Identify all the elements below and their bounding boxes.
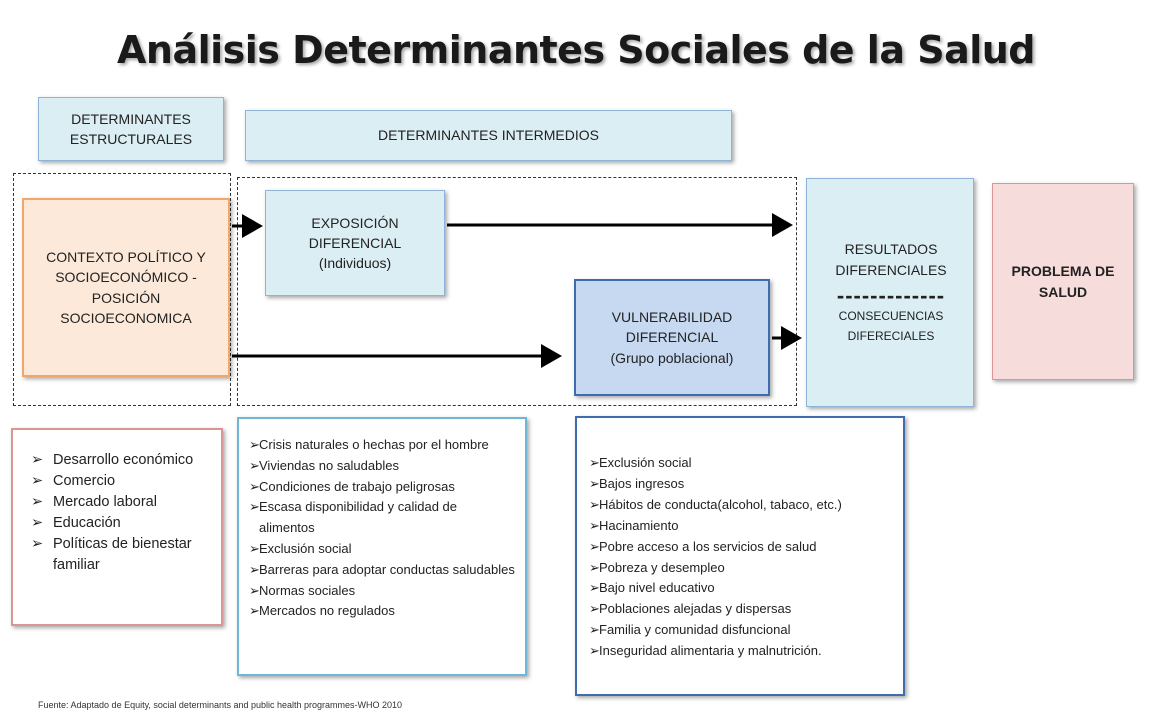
list-item: ➢Mercado laboral: [31, 492, 213, 513]
list-item: ➢Normas sociales: [249, 581, 515, 602]
arrow-bullet-icon: ➢: [589, 580, 600, 596]
arrow-bullet-icon: ➢: [589, 559, 600, 575]
arrow-bullet-icon: ➢: [589, 538, 600, 554]
arrow-bullet-icon: ➢: [249, 499, 260, 515]
arrow-bullet-icon: ➢: [589, 622, 600, 638]
arrow-bullet-icon: ➢: [249, 561, 260, 577]
structural-determinants-label: DETERMINANTES ESTRUCTURALES: [69, 110, 193, 147]
intermediate-determinants-label: DETERMINANTES INTERMEDIOS: [378, 127, 599, 144]
arrow-bullet-icon: ➢: [31, 452, 44, 468]
health-problem-label: PROBLEMA DE SALUD: [1011, 263, 1115, 300]
list-item: ➢Escasa disponibilidad y calidad de alim…: [249, 499, 458, 536]
consequences-label: CONSECUENCIAS DIFERECIALES: [838, 309, 944, 343]
arrow-bullet-icon: ➢: [31, 473, 44, 489]
results-label: RESULTADOS DIFERENCIALES: [835, 241, 947, 278]
arrow-bullet-icon: ➢: [249, 478, 260, 494]
arrow-bullet-icon: ➢: [249, 437, 260, 452]
list-item: ➢Hábitos de conducta(alcohol, tabaco, et…: [589, 495, 893, 516]
arrow-bullet-icon: ➢: [589, 455, 600, 470]
list-item: ➢Bajos ingresos: [589, 474, 893, 495]
list-item: ➢Comercio: [31, 471, 213, 492]
arrow-bullet-icon: ➢: [31, 515, 44, 531]
list-item: ➢Desarrollo económico: [31, 450, 213, 471]
vulnerability-sublabel: (Grupo poblacional): [610, 349, 734, 366]
list-item: ➢Políticas de bienestar familiar: [31, 536, 192, 573]
list-item: ➢Exclusión social: [589, 453, 893, 474]
context-label: CONTEXTO POLÍTICO Y SOCIOECONÓMICO - POS…: [46, 248, 206, 326]
results-node: RESULTADOS DIFERENCIALES ------------- C…: [806, 178, 974, 407]
vulnerability-factors-box: ➢Exclusión social ➢Bajos ingresos ➢Hábit…: [575, 416, 905, 696]
intermediate-group-frame: [237, 177, 797, 406]
exposure-sublabel: (Individuos): [318, 255, 392, 272]
structural-determinants-header: DETERMINANTES ESTRUCTURALES: [38, 97, 224, 161]
arrow-bullet-icon: ➢: [249, 540, 260, 556]
page-title: Análisis Determinantes Sociales de la Sa…: [117, 28, 1036, 72]
arrow-bullet-icon: ➢: [31, 536, 44, 552]
structural-group-frame: [13, 173, 231, 406]
exposure-label: EXPOSICIÓN DIFERENCIAL: [308, 214, 402, 251]
list-item: ➢Bajo nivel educativo: [589, 578, 893, 599]
arrow-bullet-icon: ➢: [31, 494, 44, 510]
arrow-bullet-icon: ➢: [589, 643, 600, 659]
list-item: ➢Crisis naturales o hechas por el hombre: [249, 435, 515, 456]
structural-factors-box: ➢Desarrollo económico ➢Comercio ➢Mercado…: [11, 428, 223, 626]
list-item: ➢Condiciones de trabajo peligrosas: [249, 477, 515, 498]
arrow-bullet-icon: ➢: [249, 582, 260, 598]
exposure-factors-list: ➢Crisis naturales o hechas por el hombre…: [249, 435, 515, 622]
list-item: ➢Pobreza y desempleo: [589, 558, 893, 579]
arrow-bullet-icon: ➢: [589, 601, 600, 617]
exposure-node: EXPOSICIÓN DIFERENCIAL (Individuos): [265, 190, 445, 296]
arrow-bullet-icon: ➢: [589, 517, 600, 533]
arrow-bullet-icon: ➢: [589, 496, 600, 512]
vulnerability-factors-list: ➢Exclusión social ➢Bajos ingresos ➢Hábit…: [589, 453, 893, 662]
list-item: ➢Educación: [31, 513, 213, 534]
list-item: ➢Hacinamiento: [589, 516, 893, 537]
exposure-factors-box: ➢Crisis naturales o hechas por el hombre…: [237, 417, 527, 676]
list-item: ➢Poblaciones alejadas y dispersas: [589, 599, 893, 620]
vulnerability-label: VULNERABILIDAD DIFERENCIAL: [611, 309, 733, 346]
arrow-bullet-icon: ➢: [249, 457, 260, 473]
arrow-bullet-icon: ➢: [589, 475, 600, 491]
results-separator: -------------: [836, 283, 946, 308]
arrow-bullet-icon: ➢: [249, 603, 260, 619]
intermediate-determinants-header: DETERMINANTES INTERMEDIOS: [245, 110, 732, 161]
list-item: ➢Exclusión social: [249, 539, 515, 560]
list-item: ➢Inseguridad alimentaria y malnutrición.: [589, 641, 893, 662]
vulnerability-node: VULNERABILIDAD DIFERENCIAL (Grupo poblac…: [574, 279, 770, 396]
health-problem-node: PROBLEMA DE SALUD: [992, 183, 1134, 380]
list-item: ➢Barreras para adoptar conductas saludab…: [249, 560, 515, 581]
source-note: Fuente: Adaptado de Equity, social deter…: [38, 700, 403, 710]
structural-factors-list: ➢Desarrollo económico ➢Comercio ➢Mercado…: [31, 450, 213, 576]
list-item: ➢Viviendas no saludables: [249, 456, 515, 477]
list-item: ➢Pobre acceso a los servicios de salud: [589, 537, 893, 558]
list-item: ➢Mercados no regulados: [249, 601, 515, 622]
context-node: CONTEXTO POLÍTICO Y SOCIOECONÓMICO - POS…: [22, 198, 230, 377]
list-item: ➢Familia y comunidad disfuncional: [589, 620, 893, 641]
